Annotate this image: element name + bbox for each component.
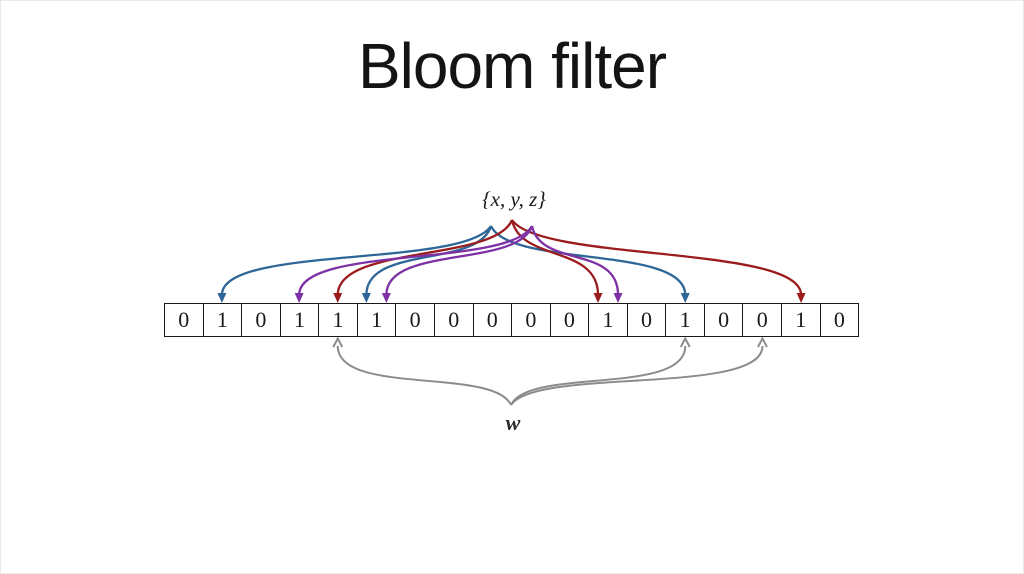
hash-arrowhead-x-cell-5 <box>361 293 371 303</box>
query-arrow-w-cell-4 <box>336 345 512 406</box>
query-arrow-w-cell-13 <box>510 345 687 406</box>
bit-cell-9: 0 <box>512 304 551 336</box>
query-arrow-w-cell-15 <box>510 345 764 406</box>
hash-arrow-z-cell-11 <box>530 225 620 296</box>
bit-cell-5: 1 <box>358 304 397 336</box>
hash-arrowhead-z-cell-11 <box>613 293 623 303</box>
hash-arrow-y-cell-16 <box>511 219 803 296</box>
query-label: w <box>505 410 521 435</box>
set-label: {x, y, z} <box>482 187 546 211</box>
bit-cell-8: 0 <box>474 304 513 336</box>
bit-cell-11: 1 <box>589 304 628 336</box>
hash-arrowhead-x-cell-13 <box>680 293 690 303</box>
hash-arrow-y-cell-4 <box>336 219 514 296</box>
hash-arrowhead-z-cell-5 <box>381 293 391 303</box>
bit-cell-2: 0 <box>242 304 281 336</box>
bit-cell-4: 1 <box>319 304 358 336</box>
page-title: Bloom filter <box>357 30 667 102</box>
hash-arrow-y-cell-11 <box>510 219 600 296</box>
query-arrowhead-w-cell-15 <box>757 336 768 348</box>
bit-cell-17: 0 <box>833 306 845 332</box>
hash-arrow-z-cell-3 <box>297 225 534 296</box>
hash-arrow-x-cell-5 <box>365 225 493 296</box>
bit-cell-12: 0 <box>628 304 667 336</box>
bit-cell-7: 0 <box>435 304 474 336</box>
bit-cell-1: 1 <box>204 304 243 336</box>
hash-arrowhead-y-cell-4 <box>333 293 343 303</box>
bit-cell-14: 0 <box>705 304 744 336</box>
hash-arrow-z-cell-5 <box>385 225 534 296</box>
query-arrowhead-w-cell-13 <box>679 336 691 348</box>
hash-arrow-x-cell-1 <box>220 225 492 296</box>
bit-cell-16: 1 <box>782 304 821 336</box>
hash-arrowhead-x-cell-1 <box>217 293 227 303</box>
hash-arrowhead-y-cell-16 <box>796 293 806 303</box>
hash-arrowhead-z-cell-3 <box>294 293 304 303</box>
bit-cell-13: 1 <box>666 304 705 336</box>
bit-cell-15: 0 <box>743 304 782 336</box>
bit-cell-0: 0 <box>165 304 204 336</box>
hash-arrowhead-y-cell-11 <box>593 293 603 303</box>
bit-cell-10: 0 <box>551 304 590 336</box>
query-arrowhead-w-cell-4 <box>332 336 344 348</box>
bit-cell-3: 1 <box>281 304 320 336</box>
bit-cell-6: 0 <box>396 304 435 336</box>
hash-arrow-x-cell-13 <box>489 225 687 296</box>
